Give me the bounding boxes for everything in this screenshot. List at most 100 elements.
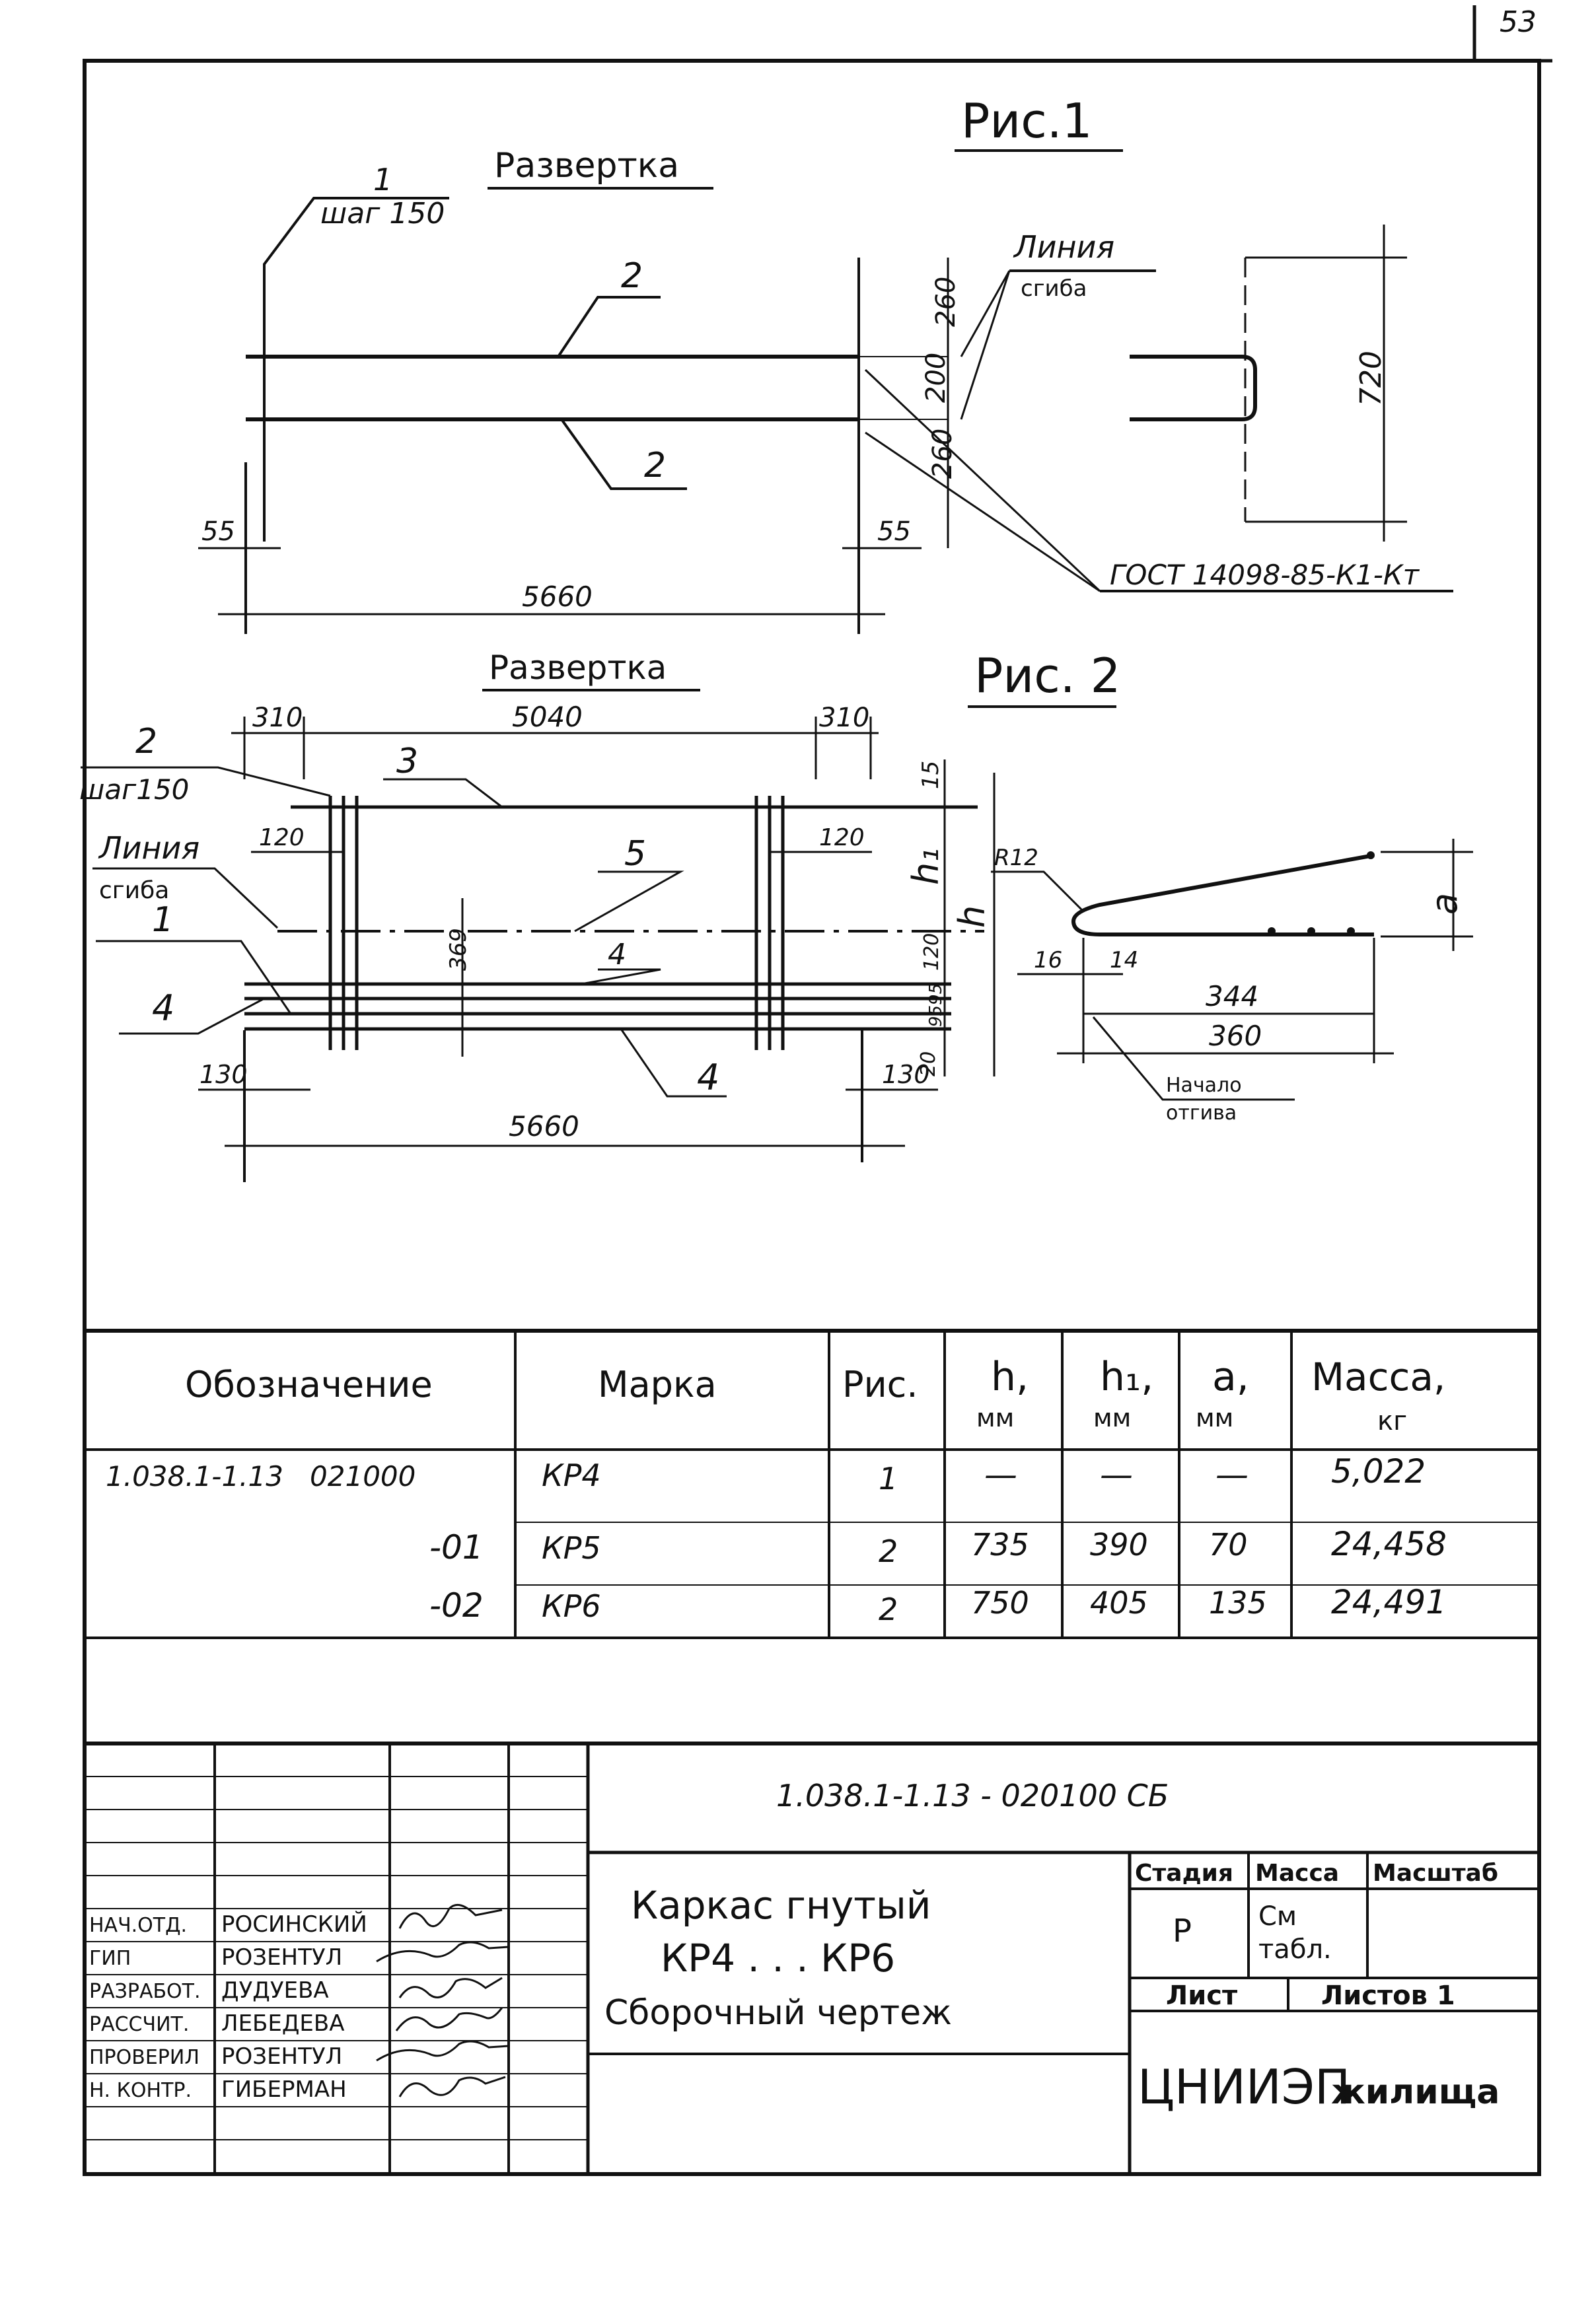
table-cell-h: 735 [971, 1527, 1029, 1563]
table-header-fig: Рис. [842, 1364, 918, 1405]
table-cell-fig: 1 [879, 1461, 898, 1497]
figure-2: Рис. 2 Развертка 310 5040 310 2 шаг150 3 [79, 648, 1473, 1182]
table-cell-mass: 24,491 [1331, 1583, 1447, 1621]
signature-scribble [398, 1903, 503, 1929]
table-header-h1-unit: мм [1093, 1403, 1131, 1432]
drawing-title-line1: Каркас гнутый [631, 1883, 931, 1928]
fig2-dim-h1: h₁ [905, 848, 947, 885]
scale-label: Масштаб [1373, 1860, 1498, 1887]
table-cell-mass: 5,022 [1331, 1452, 1426, 1491]
sheet-frame [83, 5, 1552, 2176]
staff-name: РОЗЕНТУЛ [221, 2043, 342, 2070]
fig1-dim-55-left: 55 [201, 516, 235, 547]
figure-1: Рис.1 Развертка 1 шаг 150 2 2 Линия сгиб… [198, 93, 1453, 634]
drawing-title-line3: Сборочный чертеж [604, 1993, 952, 2033]
fig2-dim-16: 16 [1034, 947, 1062, 973]
fig2-dim-20: 20 [917, 1051, 940, 1076]
fig2-callout-2: 2 [135, 722, 157, 761]
fig2-dim-120-left: 120 [259, 824, 305, 851]
staff-name: ЛЕБЕДЕВА [221, 2010, 345, 2037]
table-cell-designation: -02 [429, 1586, 484, 1625]
table-header-a: a, [1212, 1354, 1249, 1400]
table-cell-a: 135 [1209, 1585, 1267, 1621]
signature-scribble [398, 1977, 503, 1998]
sheet-number: 53 [1500, 5, 1537, 39]
fig2-dim-5660: 5660 [509, 1110, 579, 1143]
staff-name: ГИБЕРМАН [221, 2076, 347, 2103]
fig2-dim-369: 369 [445, 928, 472, 971]
staff-name: ДУДУЕВА [221, 1977, 329, 2004]
title-block: 1.038.1-1.13 - 020100 СБ Каркас гнутый К… [85, 1742, 1539, 2174]
fig1-fold-line-label-b: сгиба [1021, 275, 1087, 302]
fig2-fold-line-label-b: сгиба [99, 877, 169, 904]
table-header-mass: Масса, [1311, 1355, 1445, 1399]
fig2-callout-3: 3 [396, 742, 418, 781]
stage-label: Стадия [1135, 1860, 1233, 1887]
table-cell-mass: 24,458 [1331, 1525, 1447, 1563]
fig2-callout-4b: 4 [608, 938, 626, 971]
signature-scribble [395, 2007, 503, 2031]
fig2-dim-130-left: 130 [199, 1060, 248, 1089]
mass-label: Масса [1255, 1860, 1339, 1887]
table-header-mass-unit: кг [1377, 1406, 1407, 1436]
fig2-r12-label: R12 [994, 845, 1038, 871]
fig1-dim-5660: 5660 [522, 581, 593, 613]
fig2-bend-start-a: Начало [1166, 1074, 1242, 1097]
table-cell-designation: 1.038.1-1.13 021000 [106, 1460, 416, 1493]
staff-role: ПРОВЕРИЛ [89, 2046, 199, 2069]
table-cell-designation: -01 [429, 1528, 484, 1567]
fig2-dim-14: 14 [1110, 947, 1138, 973]
fig2-dim-15: 15 [918, 761, 944, 789]
document-code: 1.038.1-1.13 - 020100 СБ [776, 1778, 1169, 1813]
staff-name: РОСИНСКИЙ [221, 1911, 367, 1938]
fig2-title: Рис. 2 [974, 648, 1120, 703]
table-header-h1: h₁, [1100, 1354, 1153, 1400]
mass-value-a: См [1258, 1901, 1297, 1932]
fig2-dim-120-vertical: 120 [920, 933, 943, 971]
fig1-callout-1: 1 [373, 162, 392, 197]
table-header-a-unit: мм [1196, 1403, 1233, 1432]
organization-name: ЦНИИЭП [1138, 2059, 1350, 2115]
fig2-bend-start-b: отгива [1166, 1102, 1237, 1125]
fig1-dim-720: 720 [1354, 351, 1388, 406]
fig2-callout-5: 5 [624, 834, 646, 874]
fig1-dim-260-top: 260 [931, 277, 961, 327]
table-cell-fig: 2 [879, 1533, 898, 1569]
table-header-mark: Марка [598, 1364, 717, 1405]
sheets-total-label: Листов 1 [1321, 1981, 1455, 2011]
fig2-callout-1: 1 [152, 900, 174, 940]
table-header-h-unit: мм [976, 1403, 1014, 1432]
fig2-dim-130-right: 130 [882, 1060, 930, 1089]
fig2-fold-line-label-a: Линия [98, 830, 199, 866]
fig2-dim-h: h [951, 905, 993, 928]
staff-role: НАЧ.ОТД. [89, 1914, 187, 1937]
table-cell-h1: 405 [1090, 1585, 1148, 1621]
drawing-title-line2: КР4 . . . КР6 [661, 1936, 895, 1981]
table-header-designation: Обозначение [185, 1364, 433, 1405]
fig2-dim-120-right: 120 [819, 824, 865, 851]
staff-role: РАЗРАБОТ. [89, 1980, 201, 2003]
fig1-title: Рис.1 [961, 93, 1093, 149]
table-cell-mark: КР6 [542, 1588, 601, 1624]
spec-table: Обозначение Марка Рис. h, мм h₁, мм a, м… [85, 1329, 1539, 1639]
fig2-razvertka-label: Развертка [489, 649, 667, 687]
table-cell-fig: 2 [879, 1592, 898, 1627]
table-cell-h1: 390 [1090, 1527, 1148, 1563]
fig1-razvertka-label: Развертка [494, 146, 679, 186]
fig2-dim-360: 360 [1209, 1020, 1262, 1052]
fig1-dim-200: 200 [921, 353, 951, 403]
signature-scribble [376, 1941, 509, 1963]
staff-name: РОЗЕНТУЛ [221, 1944, 342, 1971]
stage-value: Р [1173, 1913, 1192, 1950]
fig2-dim-5040: 5040 [512, 701, 583, 733]
table-cell-mark: КР5 [542, 1530, 601, 1566]
table-cell-h: 750 [971, 1585, 1029, 1621]
table-cell-h1: — [1100, 1456, 1133, 1494]
sheet-label: Лист [1166, 1981, 1238, 2011]
fig2-callout-4c: 4 [697, 1057, 719, 1098]
fig1-dim-55-right: 55 [877, 516, 911, 547]
table-cell-a: 70 [1209, 1527, 1248, 1563]
fig1-callout-2b: 2 [644, 446, 666, 485]
table-header-h: h, [991, 1354, 1029, 1400]
